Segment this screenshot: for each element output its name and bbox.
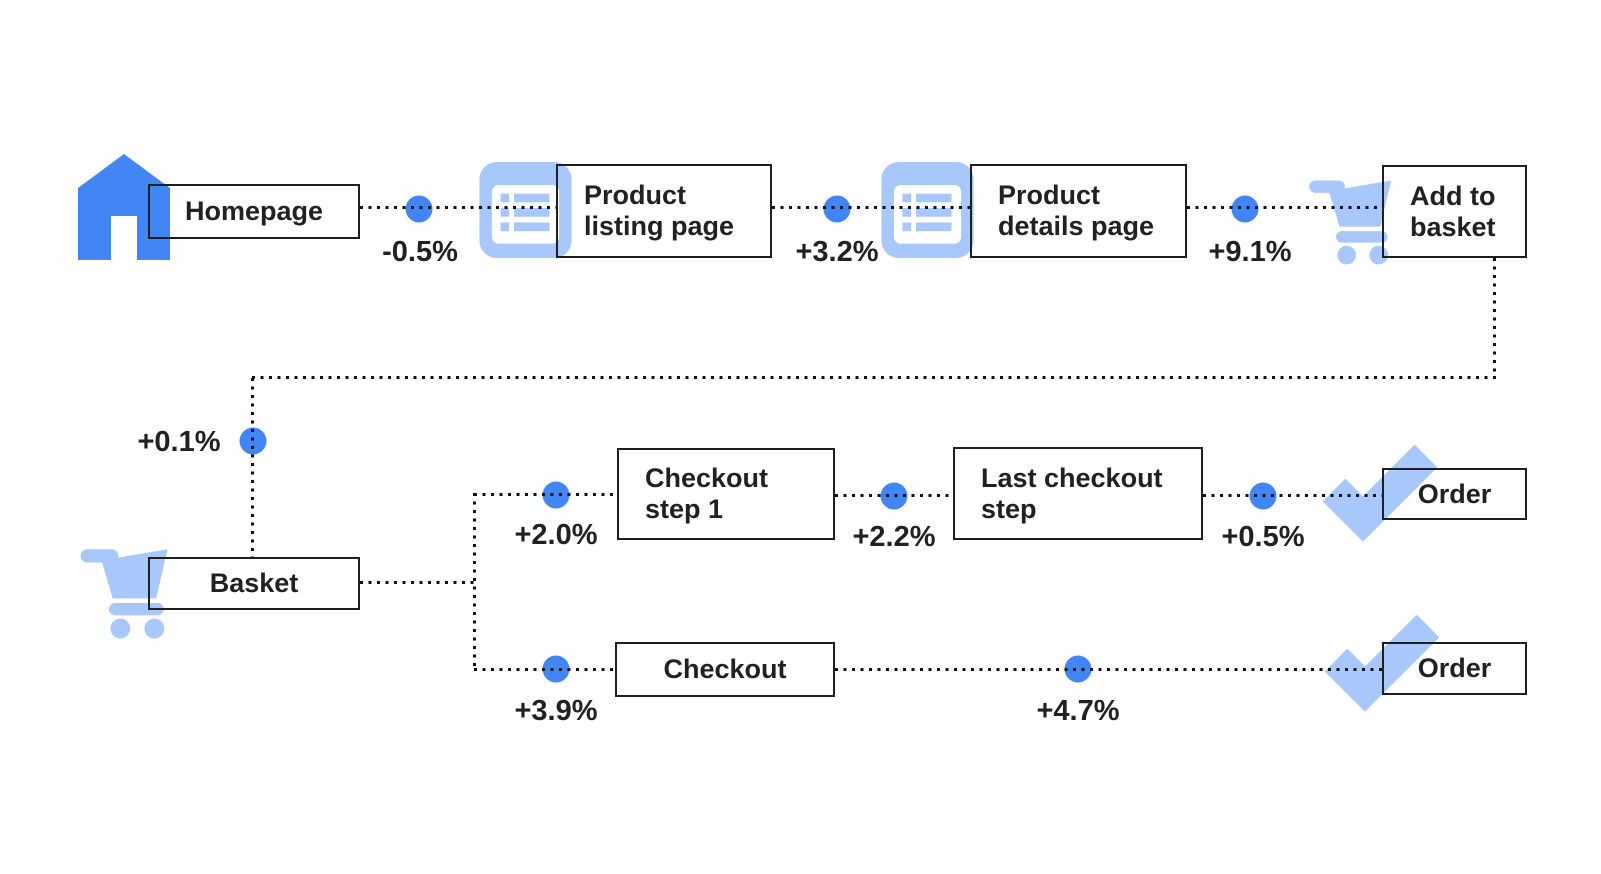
node-checkout-step-1: Checkout step 1 [617,448,835,540]
connector-line [772,206,970,209]
delta-label: +2.2% [852,521,936,553]
node-label: Order [1417,478,1492,509]
connector-line [835,494,953,497]
connector-line [474,668,615,671]
node-order-bottom: Order [1382,642,1527,695]
transition-dot [405,195,433,223]
node-label-line: Add to [1410,180,1496,211]
node-homepage: Homepage [148,184,360,239]
checkmark-icon [1318,444,1440,550]
node-add-to-basket: Add to basket [1382,165,1527,258]
connector-line [360,206,556,209]
connector-line [1493,258,1496,379]
node-label-line: Checkout [645,463,769,493]
node-product-details-page: Product details page [970,164,1187,258]
connector-line [360,581,477,584]
delta-label: +0.5% [1221,521,1305,553]
connector-line [252,376,1496,379]
node-label: Basket [209,568,299,598]
transition-dot [1231,195,1259,223]
node-label-line: listing page [584,211,735,241]
transition-dot [823,195,851,223]
delta-label: +9.1% [1208,236,1292,268]
delta-label: +3.9% [514,695,598,727]
node-basket: Basket [148,557,360,610]
cart-icon [1303,168,1401,265]
connector-line [1187,206,1382,209]
node-product-listing-page: Product listing page [556,164,772,258]
node-label-line: basket [1410,211,1496,242]
node-label: Homepage [184,196,324,226]
delta-label: -0.5% [382,236,458,268]
node-label-line: Product [584,180,687,210]
connector-line [251,378,254,557]
cart-icon [76,536,176,639]
node-label: Order [1417,653,1492,683]
node-label-line: details page [998,211,1155,241]
delta-label: +4.7% [1036,695,1120,727]
node-label-line: Product [998,180,1101,210]
list-icon [881,162,974,258]
connector-line [1203,494,1382,497]
node-label-line: Last checkout [981,462,1163,493]
delta-label: +2.0% [514,519,598,551]
node-last-checkout-step: Last checkout step [953,447,1203,540]
node-checkout: Checkout [615,642,835,697]
node-label-line: step 1 [645,494,724,524]
home-icon [78,154,170,260]
node-order-top: Order [1382,468,1527,520]
delta-label: +0.1% [137,426,221,458]
delta-label: +3.2% [795,236,879,268]
node-label: Checkout [663,654,787,684]
connector-line [835,668,1382,671]
connector-line [474,493,617,496]
connector-line [473,493,476,670]
node-label-line: step [981,493,1037,524]
list-icon [479,162,572,258]
